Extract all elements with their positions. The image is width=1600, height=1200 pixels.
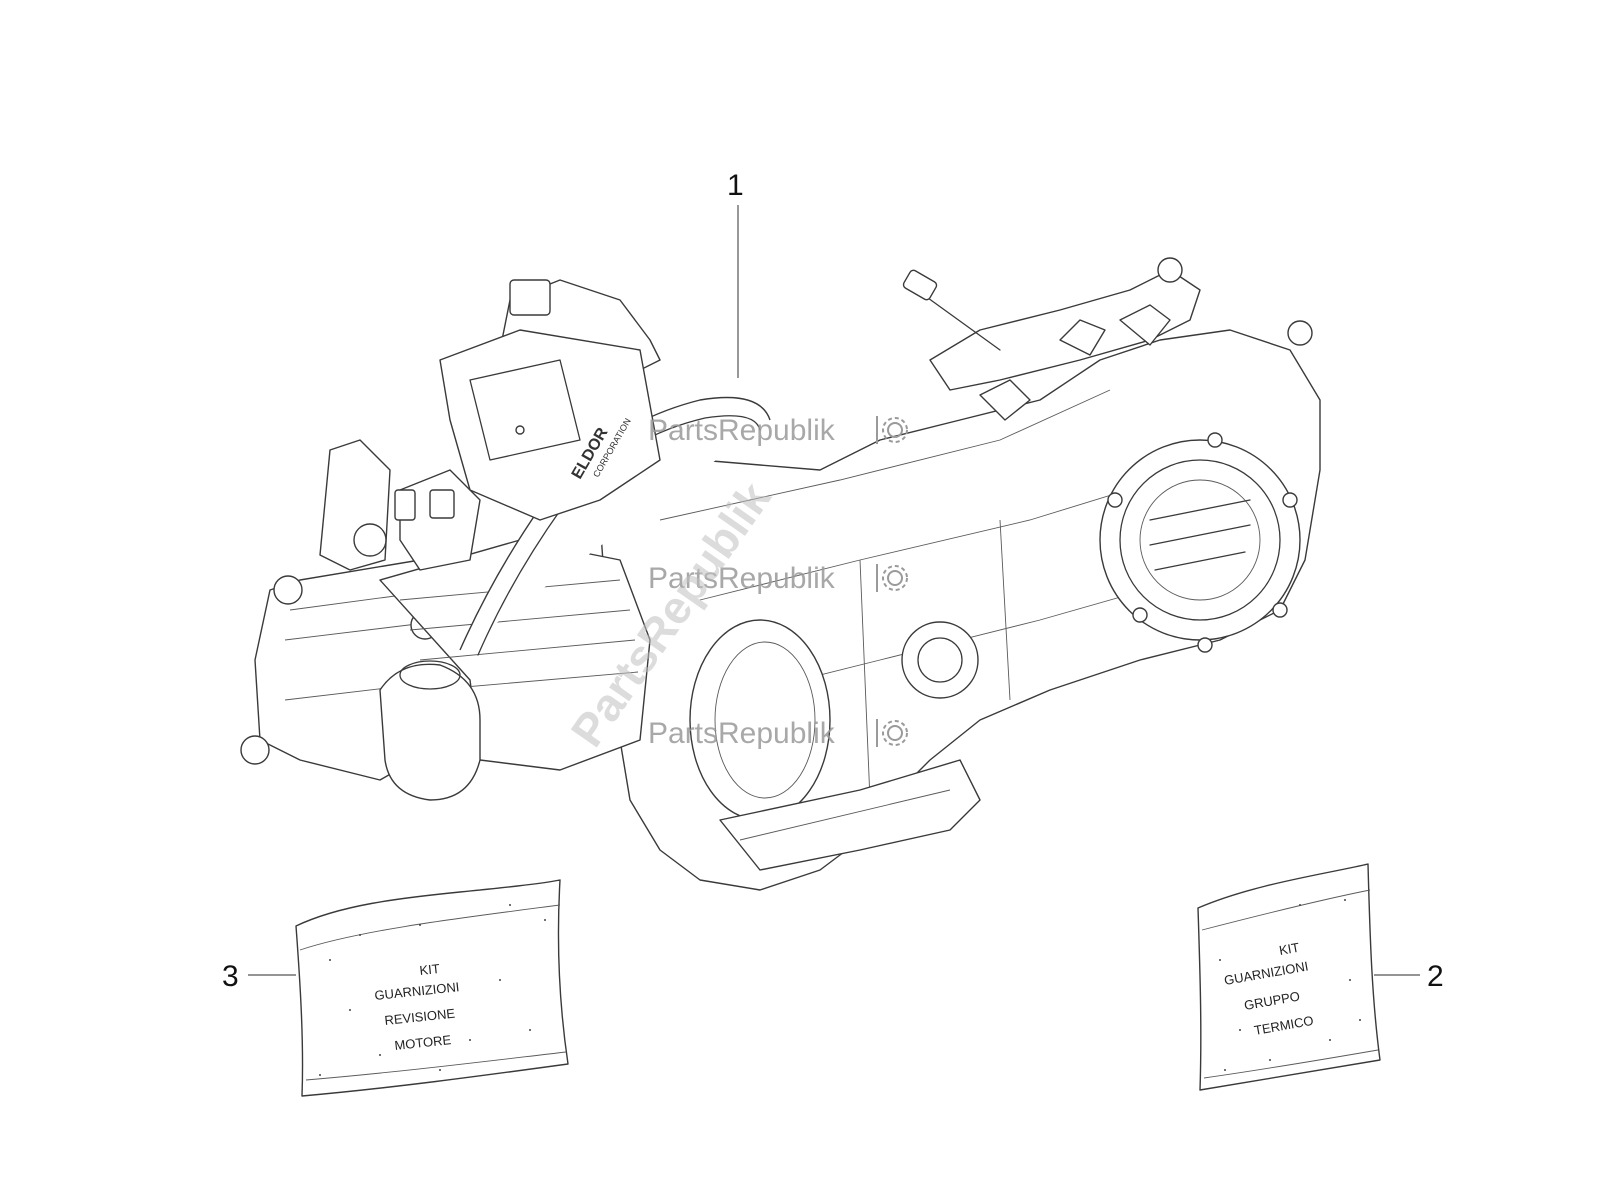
callout-3-label: 3 [222,960,239,993]
gasket-kit-thermal[interactable]: KIT GUARNIZIONI GRUPPO TERMICO [1197,863,1381,1091]
kit3-line3: REVISIONE [384,1006,456,1028]
callout-1[interactable]: 1 [727,169,744,378]
callout-2[interactable]: 2 [1374,960,1444,993]
kit3-line4: MOTORE [394,1032,452,1053]
kit2-line1: KIT [1278,940,1301,958]
gear-icon [876,564,908,592]
callout-2-label: 2 [1427,960,1444,993]
engine-assembly[interactable]: ELDOR CORPORATION [240,257,1321,891]
kit3-line1: KIT [419,961,441,978]
callout-3[interactable]: 3 [222,960,296,993]
watermark-text-3: PartsRepublik [648,717,836,750]
gasket-kit-overhaul[interactable]: KIT GUARNIZIONI REVISIONE MOTORE [295,879,569,1097]
watermark-text-2: PartsRepublik [648,562,836,595]
watermark-text-1: PartsRepublik [648,414,836,447]
gear-icon [876,416,908,444]
gear-icon [876,719,908,747]
callout-1-label: 1 [727,169,744,202]
